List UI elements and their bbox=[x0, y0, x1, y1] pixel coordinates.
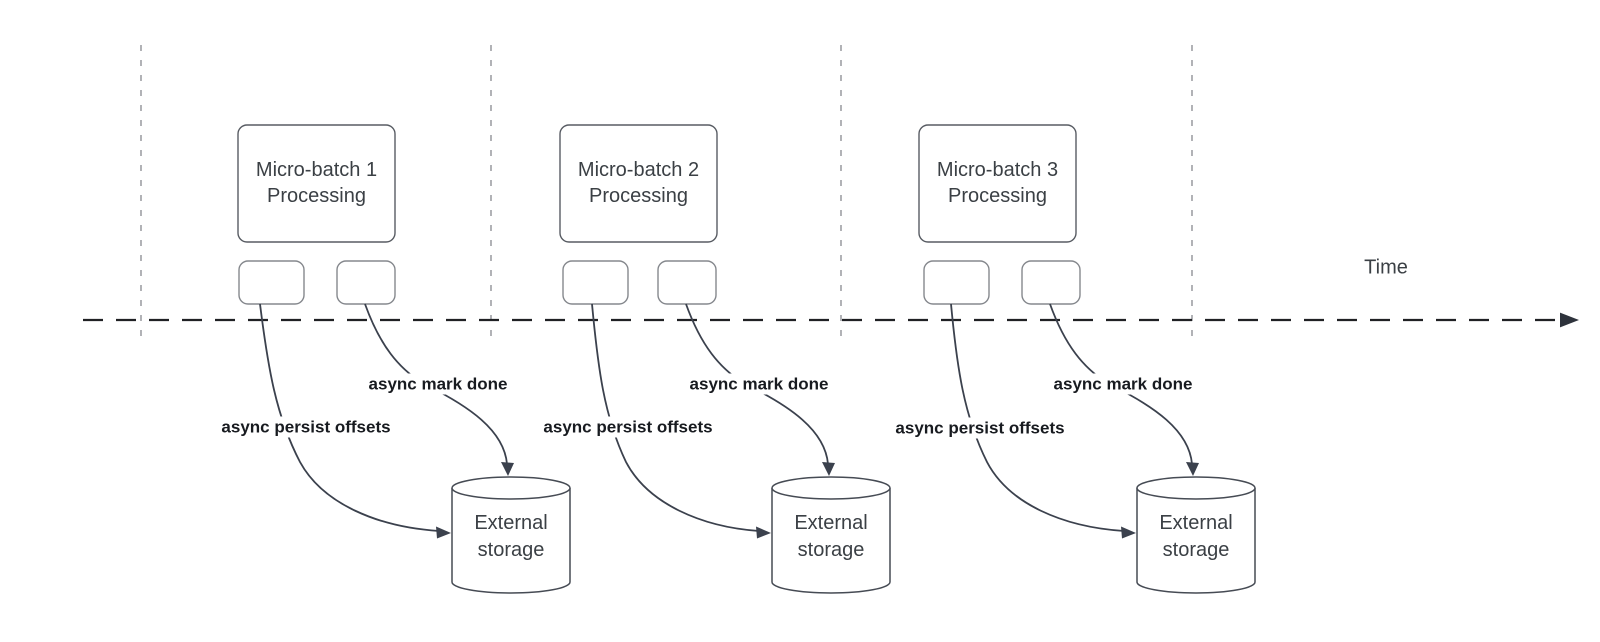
mark-done-label-3: async mark done bbox=[1050, 373, 1196, 395]
micro-batch-1-offset-task-box bbox=[238, 260, 305, 305]
micro-batch-2-done-arrowhead-icon bbox=[822, 462, 835, 476]
external-storage-2-label-line1: External bbox=[794, 512, 868, 534]
external-storage-1-label: External storage bbox=[452, 510, 570, 564]
external-storage-2-cylinder-top bbox=[771, 476, 891, 500]
micro-batch-3-title: Micro-batch 3 Processing bbox=[919, 157, 1076, 209]
micro-batch-3-title-line2: Processing bbox=[948, 185, 1047, 207]
external-storage-3-label-line2: storage bbox=[1162, 539, 1230, 561]
micro-batch-3-box bbox=[918, 124, 1077, 243]
micro-batch-1-done-arrowhead-icon bbox=[501, 462, 514, 476]
micro-batch-2-done-task-box bbox=[657, 260, 717, 305]
external-storage-1-label-line1: External bbox=[474, 512, 548, 534]
micro-batch-1-done-task-box bbox=[336, 260, 396, 305]
mark-done-label-2: async mark done bbox=[686, 373, 832, 395]
external-storage-1-cylinder-body bbox=[451, 488, 571, 594]
micro-batch-1-title: Micro-batch 1 Processing bbox=[238, 157, 395, 209]
micro-batch-3-done-task-box bbox=[1021, 260, 1081, 305]
micro-batch-1-title-line2: Processing bbox=[267, 185, 366, 207]
external-storage-2-label-line2: storage bbox=[797, 539, 865, 561]
external-storage-3-label: External storage bbox=[1137, 510, 1255, 564]
external-storage-1-label-line2: storage bbox=[477, 539, 545, 561]
micro-batch-2-persist-arrowhead-icon bbox=[756, 526, 771, 539]
micro-batch-1-persist-arrowhead-icon bbox=[436, 526, 451, 539]
micro-batch-2-title-line1: Micro-batch 2 bbox=[577, 159, 700, 181]
micro-batch-2-offset-task-box bbox=[562, 260, 629, 305]
mark-done-label-1: async mark done bbox=[365, 373, 511, 395]
micro-batch-2-box bbox=[559, 124, 718, 243]
persist-offsets-label-2: async persist offsets bbox=[540, 416, 716, 438]
micro-batch-3-offset-task-box bbox=[923, 260, 990, 305]
external-storage-3-cylinder-top bbox=[1136, 476, 1256, 500]
micro-batch-3-persist-connector bbox=[950, 303, 1125, 532]
micro-batch-2-title-line2: Processing bbox=[589, 185, 688, 207]
micro-batch-3-title-line1: Micro-batch 3 bbox=[936, 159, 1059, 181]
external-storage-3-cylinder-body bbox=[1136, 488, 1256, 594]
external-storage-2-cylinder-body bbox=[771, 488, 891, 594]
micro-batch-1-box bbox=[237, 124, 396, 243]
micro-batch-2-persist-connector bbox=[591, 303, 760, 532]
time-axis-label: Time bbox=[1364, 256, 1408, 279]
micro-batch-1-title-line1: Micro-batch 1 bbox=[255, 159, 378, 181]
external-storage-3-label-line1: External bbox=[1159, 512, 1233, 534]
persist-offsets-label-1: async persist offsets bbox=[218, 416, 394, 438]
micro-batch-3-persist-arrowhead-icon bbox=[1121, 526, 1136, 539]
persist-offsets-label-3: async persist offsets bbox=[892, 417, 1068, 439]
micro-batch-2-title: Micro-batch 2 Processing bbox=[560, 157, 717, 209]
micro-batch-1-persist-connector bbox=[259, 303, 440, 532]
external-storage-2-label: External storage bbox=[772, 510, 890, 564]
external-storage-1-cylinder-top bbox=[451, 476, 571, 500]
micro-batch-3-done-arrowhead-icon bbox=[1186, 462, 1199, 476]
time-axis-arrowhead-icon bbox=[1560, 312, 1579, 328]
